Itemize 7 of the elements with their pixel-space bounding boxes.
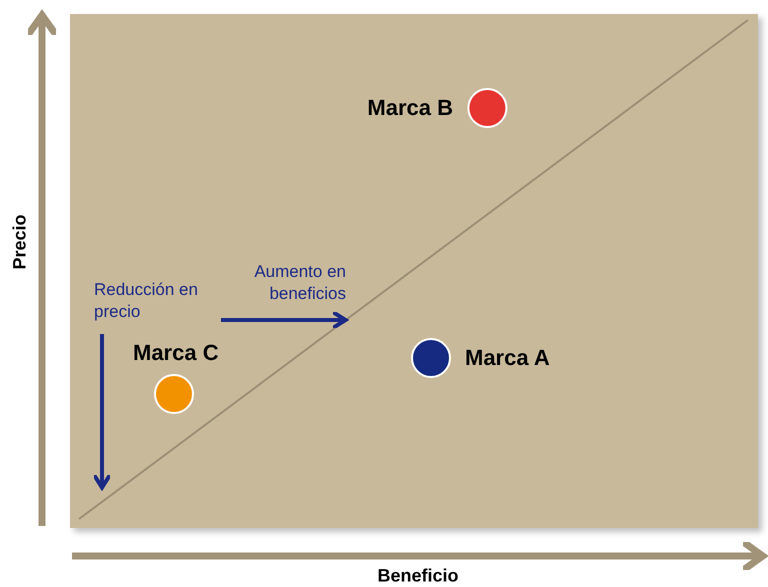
- axis-label: Precio: [8, 214, 30, 270]
- brand-label: Marca C: [133, 340, 219, 366]
- axis-annotation: Reducción en precio: [94, 279, 199, 323]
- axis-annotation: Aumento en beneficios: [253, 261, 346, 305]
- brand-label: Marca B: [367, 95, 453, 121]
- brand-label: Marca A: [465, 345, 550, 371]
- axis-label: Beneficio: [377, 564, 459, 587]
